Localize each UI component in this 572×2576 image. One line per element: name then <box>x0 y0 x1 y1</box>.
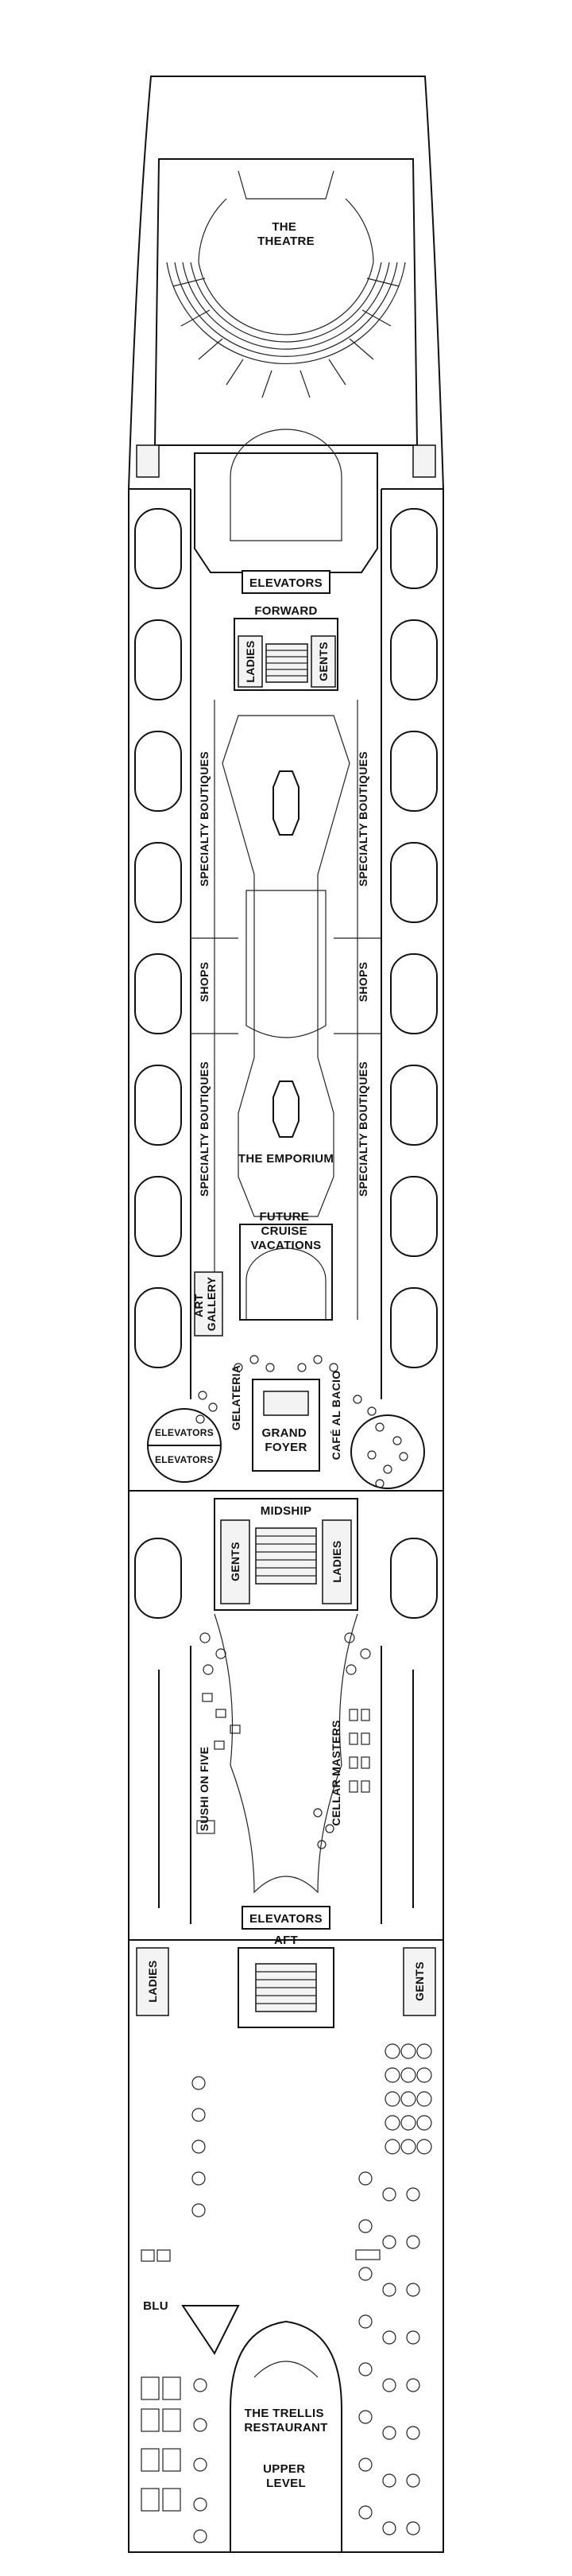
midship-lounge-outline <box>214 1613 358 1894</box>
stair-mid-treads <box>256 1535 316 1577</box>
restroom-block-forward <box>234 618 338 691</box>
stair-mid <box>255 1527 317 1585</box>
forward-lobby-inner <box>230 429 342 541</box>
lifeboats-left <box>134 508 182 1619</box>
theatre-balcony-top <box>238 170 334 200</box>
label-future-cruise-vacations: FUTURE CRUISE VACATIONS <box>251 1210 322 1252</box>
promenade-outline <box>222 715 350 1217</box>
label-ladies-aft: LADIES <box>146 1960 159 2002</box>
label-theatre: THE THEATRE <box>257 220 315 248</box>
label-gents-forward: GENTS <box>317 642 330 681</box>
forward-lobby-wall <box>194 452 378 573</box>
hull-outline <box>128 76 444 2553</box>
emporium-column-top <box>272 770 300 836</box>
label-specialty-boutiques-2: SPECIALTY BOUTIQUES <box>357 751 369 886</box>
lifeboats-right <box>390 508 438 1619</box>
label-elevators-top: ELEVATORS <box>155 1427 214 1438</box>
label-forward: FORWARD <box>254 604 317 618</box>
label-art-gallery: ART GALLERY <box>192 1276 218 1331</box>
ladies-mid-room <box>322 1519 352 1604</box>
label-level: LEVEL <box>266 2477 306 2490</box>
label-theatre-line1: THE <box>272 220 296 234</box>
elevators-aft-box <box>242 1906 330 1930</box>
grand-foyer-inner <box>263 1391 309 1416</box>
label-upper: UPPER <box>263 2462 305 2476</box>
elevators-forward-box <box>242 570 330 594</box>
art-gallery-room <box>194 1271 223 1336</box>
ladies-aft-room <box>136 1947 169 2016</box>
foyer-tables <box>195 1355 408 1488</box>
label-upper-level: UPPER LEVEL <box>263 2462 309 2490</box>
label-blu: BLU <box>143 2299 168 2313</box>
label-specialty-boutiques-3: SPECIALTY BOUTIQUES <box>198 1061 211 1197</box>
label-the-trellis-restaurant: THE TRELLIS RESTAURANT <box>244 2407 327 2434</box>
gents-forward-room <box>311 635 336 688</box>
label-elevators-bottom: ELEVATORS <box>155 1454 214 1465</box>
restaurant-tables-right <box>355 2043 432 2535</box>
label-midship: MIDSHIP <box>261 1504 312 1518</box>
theatre-seating <box>166 198 406 398</box>
ladies-forward-room <box>238 635 263 688</box>
gents-aft-room <box>403 1947 436 2016</box>
aft-stair-block <box>238 1947 334 2028</box>
lounge-tables <box>196 1632 371 1849</box>
label-grand-foyer: GRAND FOYER <box>262 1426 311 1454</box>
label-art: ART <box>192 1294 205 1317</box>
label-gents-mid: GENTS <box>229 1542 242 1581</box>
blu-wedge <box>181 2305 240 2355</box>
grand-foyer-stair <box>252 1379 320 1472</box>
trellis-upper-level <box>230 2320 342 2552</box>
future-cruise-arch <box>245 1247 327 1320</box>
stage-stairs-left <box>136 444 160 478</box>
label-vacations: VACATIONS <box>251 1239 322 1252</box>
label-aft: AFT <box>274 1934 298 1947</box>
promenade-central-pool <box>245 890 327 1038</box>
label-gelateria: GELATERIA <box>230 1365 242 1431</box>
label-gallery: GALLERY <box>205 1276 218 1331</box>
label-cruise: CRUISE <box>261 1224 307 1238</box>
label-specialty-boutiques-4: SPECIALTY BOUTIQUES <box>357 1061 369 1197</box>
label-elevators-forward: ELEVATORS <box>249 576 323 590</box>
label-theatre-line2: THEATRE <box>257 235 315 248</box>
label-the-trellis: THE TRELLIS <box>245 2407 324 2420</box>
label-shops-left: SHOPS <box>198 962 211 1003</box>
label-cafe-al-bacio: CAFÉ AL BACIO <box>330 1371 342 1461</box>
emporium-column-bottom <box>272 1080 300 1138</box>
label-ladies-forward: LADIES <box>244 640 257 682</box>
label-ladies-mid: LADIES <box>330 1540 343 1582</box>
label-sushi-on-five: SUSHI ON FIVE <box>198 1747 211 1832</box>
label-elevators-aft: ELEVATORS <box>249 1912 323 1926</box>
aft-stair-treads <box>256 1971 316 2004</box>
label-foyer: FOYER <box>265 1441 307 1454</box>
future-cruise-room <box>239 1224 333 1321</box>
label-specialty-boutiques-1: SPECIALTY BOUTIQUES <box>198 751 211 886</box>
theatre-wall <box>153 158 419 446</box>
gents-mid-room <box>220 1519 250 1604</box>
label-restaurant: RESTAURANT <box>244 2421 327 2434</box>
midship-block <box>214 1498 358 1611</box>
label-the-emporium: THE EMPORIUM <box>238 1152 334 1166</box>
label-cellar-masters: CELLAR MASTERS <box>330 1720 342 1825</box>
label-future: FUTURE <box>259 1210 309 1224</box>
stage-stairs-right <box>412 444 436 478</box>
restaurant-tables-left <box>141 2076 207 2543</box>
stair-forward-treads <box>266 650 307 677</box>
label-shops-right: SHOPS <box>357 962 369 1003</box>
cafe-round-right <box>350 1414 425 1489</box>
trellis-curve <box>253 2361 319 2378</box>
label-gents-aft: GENTS <box>413 1961 426 2001</box>
label-grand: GRAND <box>262 1426 307 1440</box>
